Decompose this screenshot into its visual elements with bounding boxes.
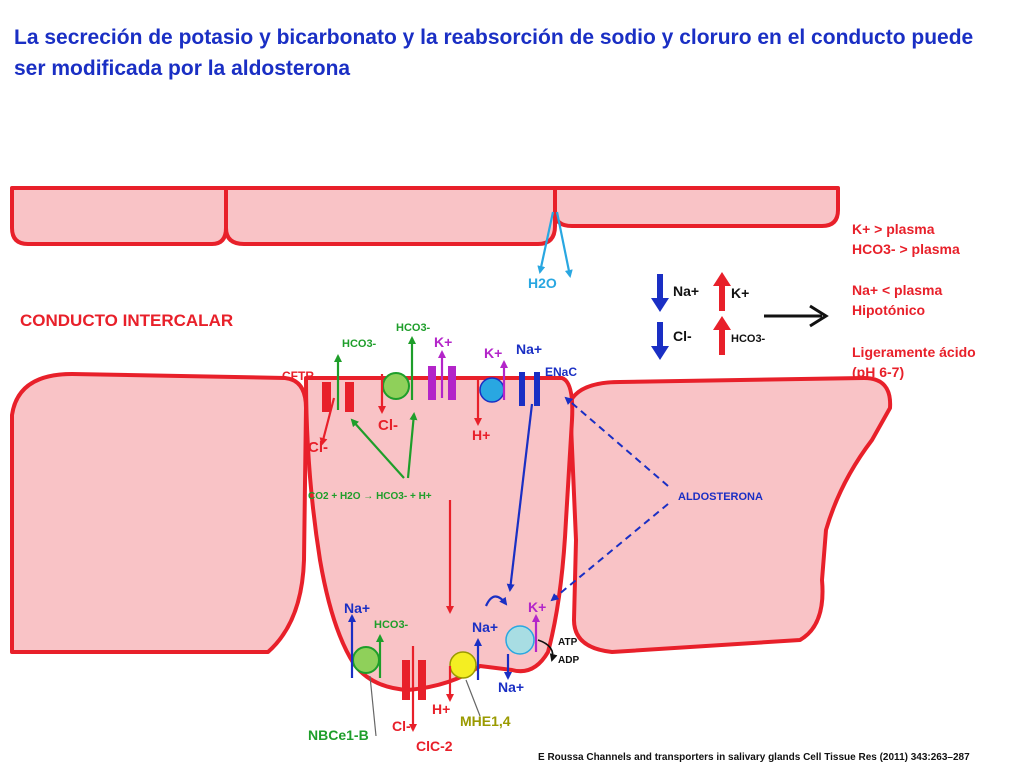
exchanger-cl-label: Cl-: [378, 417, 398, 434]
h2o-arrow-right: [555, 211, 573, 278]
legend-cl-label: Cl-: [673, 328, 692, 344]
legend-k-arrow-head: [713, 272, 731, 286]
atpase-k-label: K+: [528, 599, 546, 615]
na-k-atpase: [505, 625, 535, 655]
saliva-na-plasma: Na+ < plasma: [852, 282, 942, 298]
k-channel-right: [448, 366, 456, 400]
aldosterona-pump-arrow: [550, 503, 669, 602]
mhe-h-label: H+: [432, 701, 450, 717]
aldosterona-enac-arrow: [564, 396, 669, 487]
hk-h-label: H+: [472, 427, 490, 443]
cftr-label: CFTR: [282, 369, 314, 383]
saliva-ph: (pH 6-7): [852, 364, 904, 380]
slide-title: La secreción de potasio y bicarbonato y …: [14, 26, 974, 80]
cftr-hco3-label: HCO3-: [342, 338, 377, 350]
enac-channel-left: [519, 372, 525, 406]
atp-adp-arrow: [537, 639, 558, 662]
legend-na-label: Na+: [673, 283, 699, 299]
atpase-na-in-arrow: [484, 595, 508, 607]
aldosterona-label: ALDOSTERONA: [678, 491, 763, 503]
saliva-hipotonico: Hipotónico: [852, 302, 925, 318]
cl-hco3-exchanger: [382, 372, 410, 400]
legend-na-arrow-shaft: [657, 274, 663, 300]
k-channel-left: [428, 366, 436, 400]
h2o-arrow-left: [537, 211, 555, 274]
reaction-label: CO2 + H2O → HCO3- + H+: [308, 491, 432, 502]
legend-hco3-arrow-shaft: [719, 329, 725, 355]
legend-cl-arrow-shaft: [657, 322, 663, 348]
left-duct-cell: [10, 372, 308, 654]
intercalated-duct-cell: [304, 376, 575, 692]
mhe14-exchanger: [449, 651, 477, 679]
nbc-na-label: Na+: [344, 600, 370, 616]
atp-label: ATP: [558, 637, 578, 648]
legend-na-arrow-head: [651, 298, 669, 312]
legend-hco3-label: HCO3-: [731, 333, 766, 345]
enac-label: ENaC: [545, 365, 577, 379]
saliva-acido: Ligeramente ácido: [852, 344, 976, 360]
clc2-cl-label: Cl-: [392, 718, 411, 734]
cftr-channel-left: [322, 382, 331, 412]
top-cell-left: [10, 186, 228, 246]
right-duct-cell: [568, 376, 893, 654]
result-arrow-head: [809, 304, 829, 328]
adp-label: ADP: [558, 655, 579, 666]
clc2-channel-left: [402, 660, 410, 700]
cftr-cl-arrow: [319, 397, 336, 446]
legend-k-label: K+: [731, 285, 749, 301]
legend-cl-arrow-head: [651, 346, 669, 360]
nbc-hco3-label: HCO3-: [374, 619, 409, 631]
saliva-k-plasma: K+ > plasma: [852, 221, 935, 237]
h-k-exchanger: [479, 377, 505, 403]
nbc-pointer: [369, 675, 377, 737]
mhe-pointer: [465, 679, 481, 717]
reaction-arrow-to-cftr: [350, 418, 405, 479]
conducto-intercalar-label: CONDUCTO INTERCALAR: [20, 311, 233, 330]
legend-hco3-arrow-head: [713, 316, 731, 330]
mhe-na-label: Na+: [472, 619, 498, 635]
mhe14-label: MHE1,4: [460, 713, 511, 729]
atpase-na-label: Na+: [498, 679, 524, 695]
legend-k-arrow-shaft: [719, 285, 725, 311]
top-cell-right: [553, 186, 840, 228]
top-cell-middle: [224, 186, 557, 246]
nbce1b-cotransporter: [352, 646, 380, 674]
saliva-hco3-plasma: HCO3- > plasma: [852, 241, 960, 257]
nbce1b-label: NBCe1-B: [308, 727, 369, 743]
hk-k-label: K+: [484, 345, 502, 361]
na-transcellular-arrow: [506, 403, 534, 592]
clc2-label: ClC-2: [416, 738, 453, 754]
clc2-channel-right: [418, 660, 426, 700]
enac-channel-right: [534, 372, 540, 406]
cftr-cl-label: Cl-: [308, 439, 328, 456]
citation: E Roussa Channels and transporters in sa…: [538, 752, 970, 763]
reaction-arrow-to-exchanger: [406, 412, 418, 479]
enac-na-label: Na+: [516, 341, 542, 357]
k-channel-label: K+: [434, 334, 452, 350]
h2o-label: H2O: [528, 275, 557, 291]
exchanger-hco3-label: HCO3-: [396, 322, 431, 334]
cftr-channel-right: [345, 382, 354, 412]
